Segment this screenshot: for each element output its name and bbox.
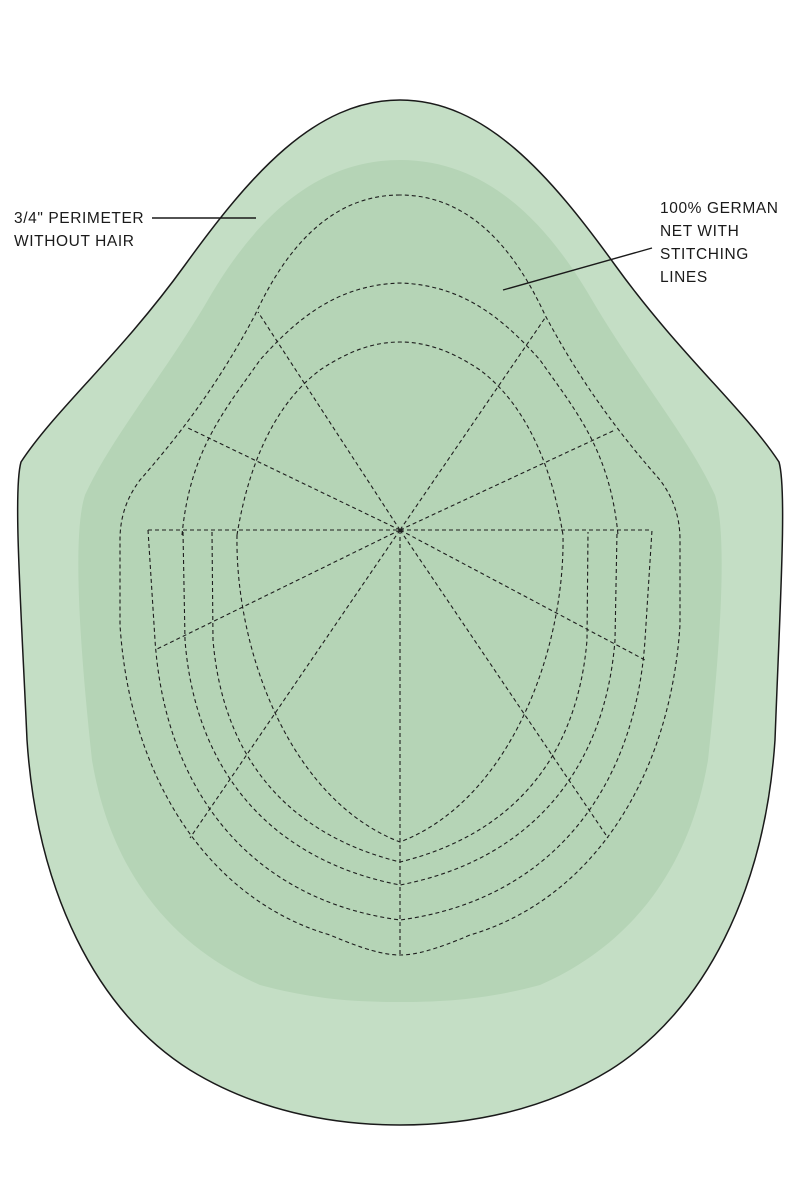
- net-label-line-1: 100% GERMAN: [660, 200, 779, 217]
- stitch-loop-outer: [119, 194, 681, 956]
- stitching-lines: [119, 194, 681, 956]
- stitch-loop-middle: [181, 282, 619, 536]
- perimeter-label-line-1: 3/4" PERIMETER: [14, 210, 145, 227]
- net-leader-line: [502, 247, 653, 291]
- perimeter-label: 3/4" PERIMETER WITHOUT HAIR: [14, 207, 144, 253]
- stitch-loop-inner: [236, 341, 564, 536]
- stitch-radial: [154, 311, 646, 955]
- net-label: 100% GERMAN NET WITH STITCHING LINES: [660, 197, 779, 289]
- stitch-horseshoe-2: [182, 531, 618, 886]
- stitch-horseshoe-1: [147, 529, 653, 921]
- net-label-line-3: STITCHING: [660, 246, 749, 263]
- net-label-line-2: NET WITH: [660, 223, 740, 240]
- perimeter-label-line-2: WITHOUT HAIR: [14, 233, 135, 250]
- net-label-line-4: LINES: [660, 269, 708, 286]
